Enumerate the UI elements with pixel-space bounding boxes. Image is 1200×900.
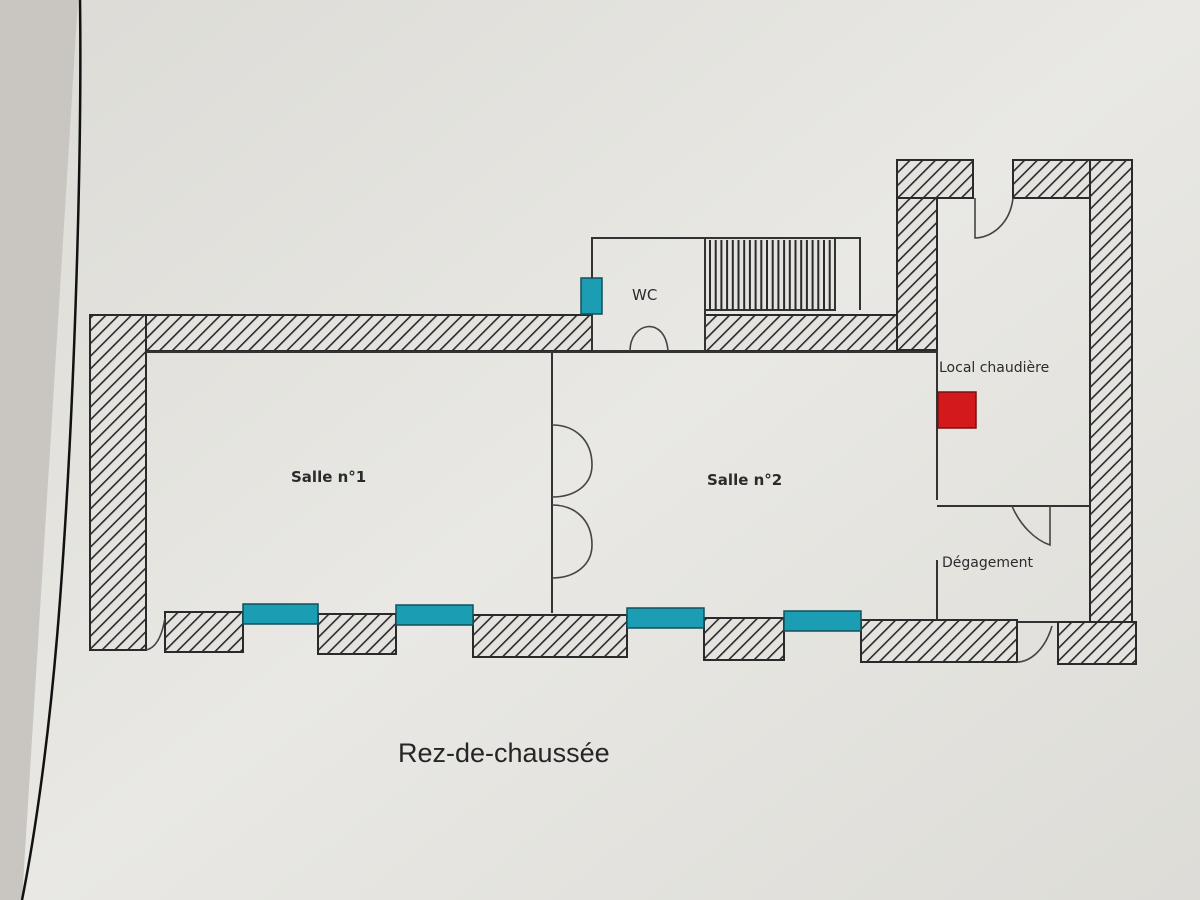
window-icon [580,277,603,315]
wall-bottom-4 [703,617,785,661]
windows [242,277,862,632]
door-swing-icon [629,325,669,352]
label-local-chaudiere: Local chaudière [939,360,1049,376]
door-swing-icon [1016,625,1053,663]
wall-bottom-5 [860,619,1018,663]
wall-top-salle1 [111,314,593,352]
stairs-outline [704,237,836,311]
door-swing-icon [551,424,593,498]
wall-boiler-top-left [896,159,974,199]
paper-sheet [22,0,1200,900]
boiler-marker-icon [937,391,977,429]
stairs-icon [704,237,836,311]
sheet-edge [20,0,82,900]
window-icon [395,604,474,626]
label-degagement: Dégagement [942,555,1033,571]
window-icon [626,607,705,629]
wall-bottom-3 [472,614,628,658]
doors [145,197,1053,663]
window-icon [783,610,862,632]
wall-bottom-1 [164,611,244,653]
door-swing-icon [1011,505,1051,547]
door-swing-icon [974,197,1014,239]
wall-bottom-6 [1057,621,1137,665]
door-swing-icon [145,617,166,651]
label-wc: WC [632,286,657,304]
label-salle1: Salle n°1 [291,468,366,486]
wall-right [1089,159,1133,623]
door-swing-icon [551,504,593,579]
plan-caption: Rez-de-chaussée [398,738,610,768]
wall-left [89,314,147,651]
wall-bottom-2 [317,613,397,655]
label-salle2: Salle n°2 [707,471,782,489]
window-icon [242,603,319,625]
